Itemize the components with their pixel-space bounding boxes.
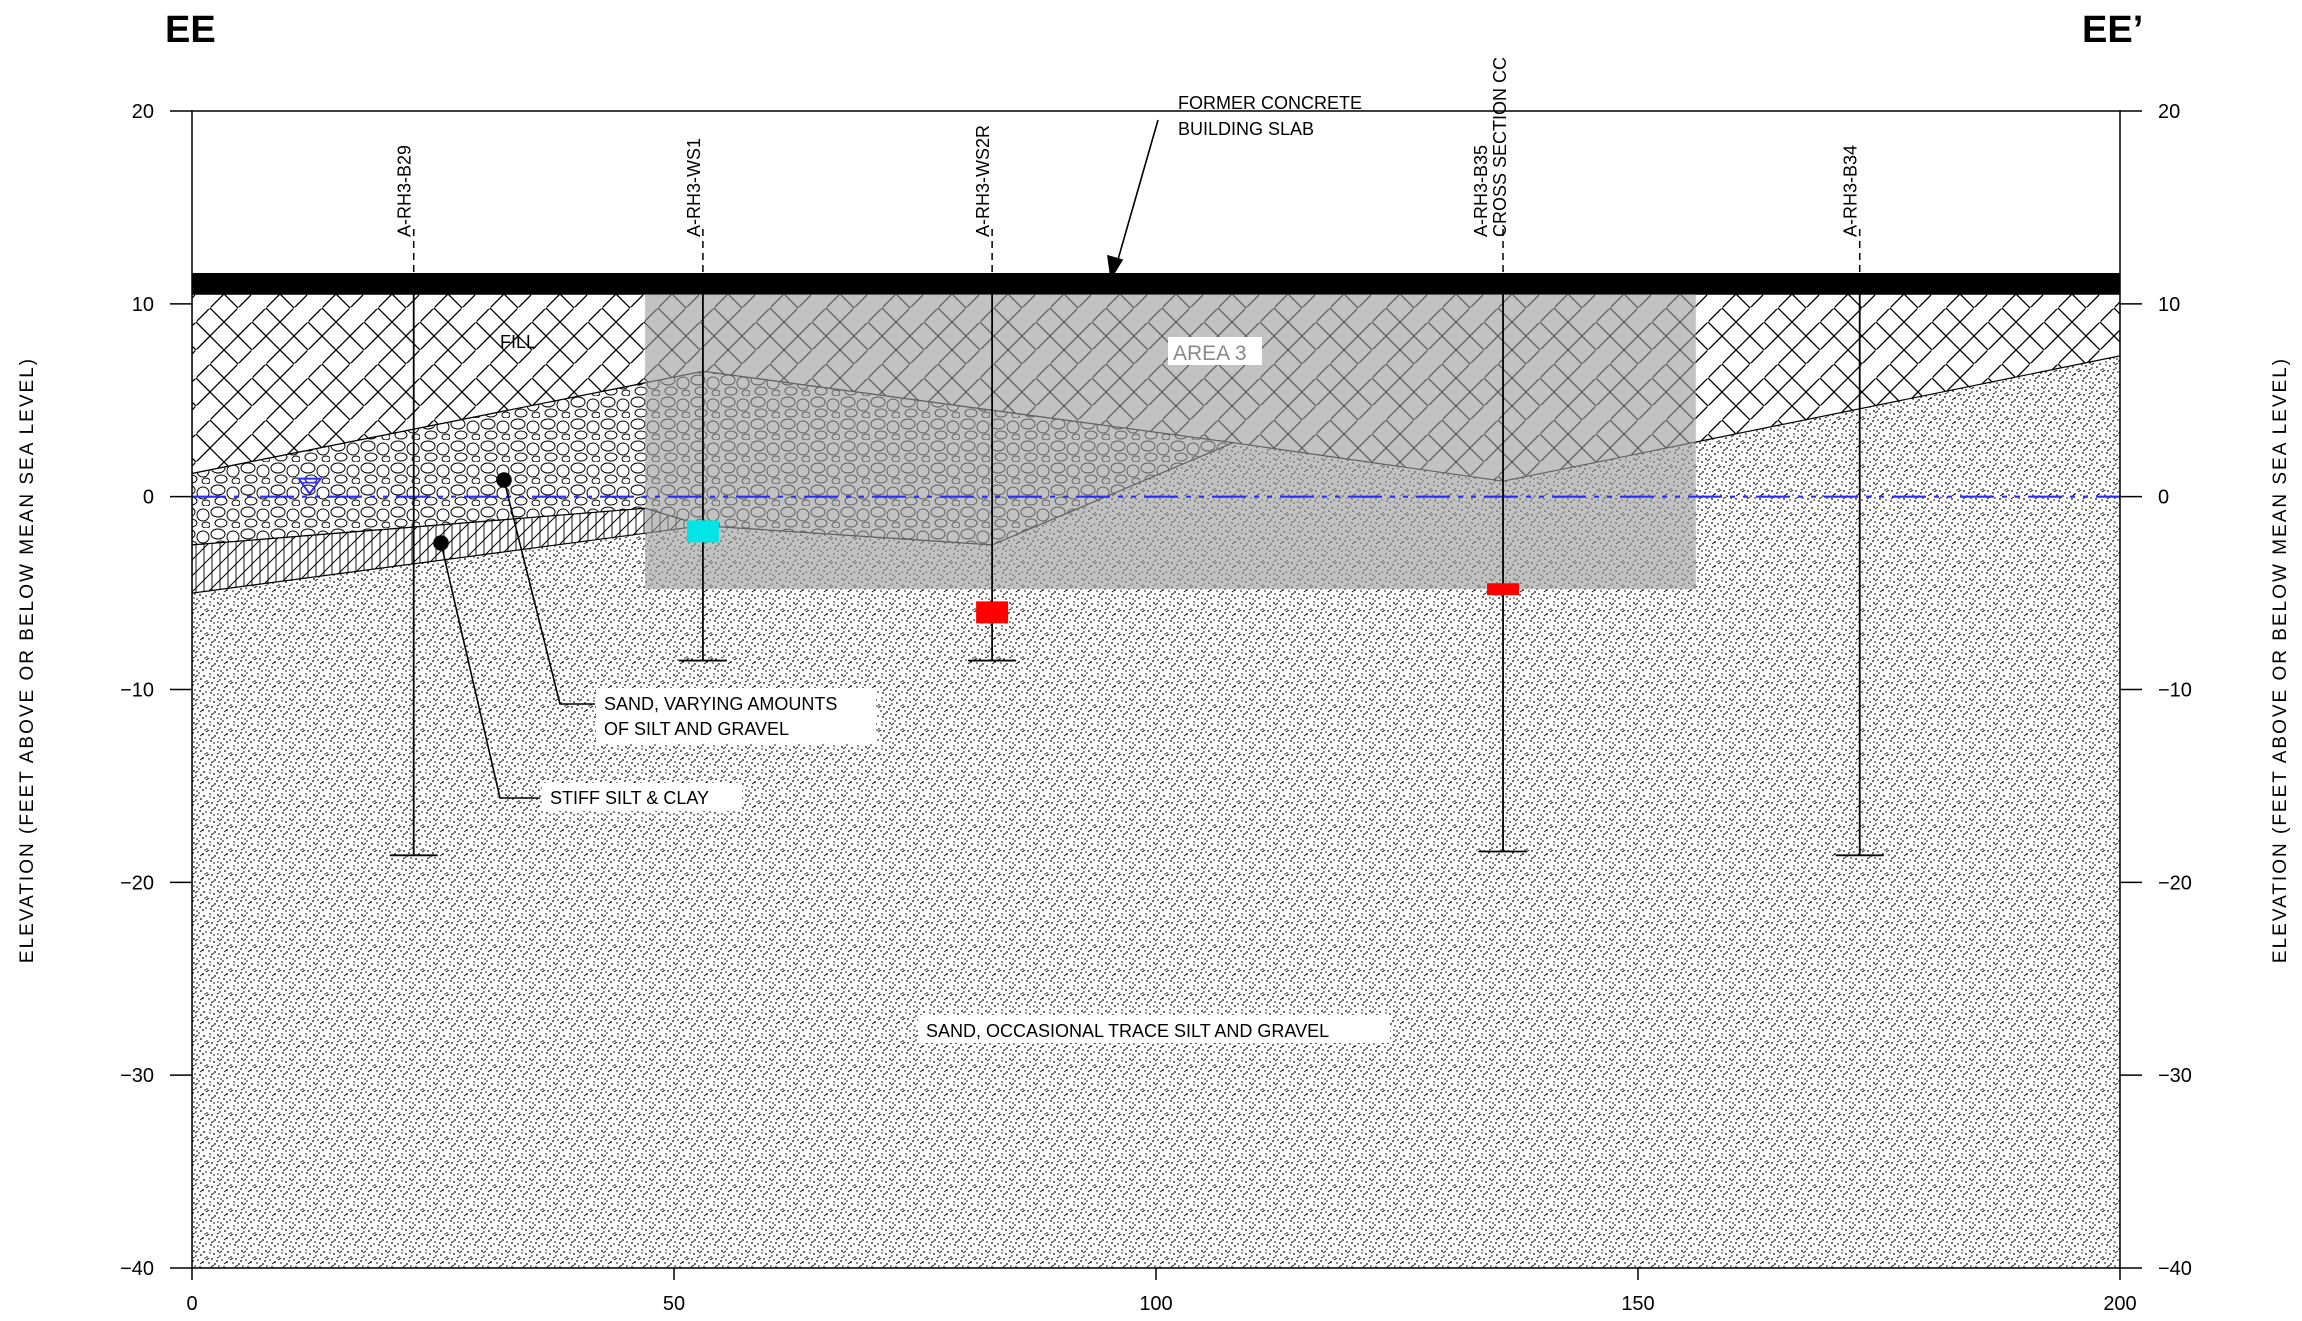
y-tick-label-right: −30 — [2158, 1065, 2192, 1087]
y-tick-label-right: 0 — [2158, 487, 2169, 509]
y-tick-label-left: −10 — [120, 680, 154, 702]
y-tick-label-right: 10 — [2158, 294, 2180, 316]
sand-trace-label: SAND, OCCASIONAL TRACE SILT AND GRAVEL — [926, 1021, 1329, 1041]
leader-lines — [433, 119, 1159, 799]
y-axis-left: 20 10 0 −10 −20 −30 −40 — [120, 101, 192, 1280]
fill-label: FILL — [500, 332, 536, 352]
y-tick-label-left: −30 — [120, 1065, 154, 1087]
sand-gravel-label-line2: OF SILT AND GRAVEL — [604, 719, 789, 739]
sand-gravel-callout: SAND, VARYING AMOUNTS OF SILT AND GRAVEL — [596, 688, 876, 744]
x-tick-label: 100 — [1139, 1293, 1172, 1315]
water-table-triangle — [296, 477, 323, 496]
sand-gravel-leader-dot — [496, 472, 512, 488]
boring: A-RH3-WS2R — [968, 125, 1017, 662]
x-axis: 0 50 100 150 200 — [186, 1268, 2137, 1315]
y-tick-label-right: −20 — [2158, 872, 2192, 894]
stiff-silt-clay-leader-dot — [433, 535, 449, 551]
stiff-silt-clay-leader — [440, 542, 540, 799]
slab-leader — [1114, 119, 1159, 271]
samples — [686, 520, 1520, 624]
sand-gravel-label-line1: SAND, VARYING AMOUNTS — [604, 694, 837, 714]
stiff-silt-clay-callout: STIFF SILT & CLAY — [542, 783, 742, 811]
boring-label: A-RH3-B35 — [1471, 145, 1491, 237]
slab-leader-arrowhead — [1107, 254, 1124, 281]
concrete-slab — [192, 272, 2120, 295]
boring: A-RH3-WS1 — [678, 138, 727, 662]
y-axis-title-left: ELEVATION (FEET ABOVE OR BELOW MEAN SEA … — [17, 357, 38, 963]
sample-marker — [1487, 583, 1520, 596]
stiff-silt-clay-label: STIFF SILT & CLAY — [550, 788, 709, 808]
boring-label: A-RH3-B34 — [1841, 145, 1861, 237]
sample-marker — [686, 520, 719, 543]
x-tick-label: 0 — [186, 1293, 197, 1315]
y-tick-label-right: 20 — [2158, 101, 2180, 123]
y-tick-label-right: −40 — [2158, 1258, 2192, 1280]
section-start-label: EE — [165, 9, 216, 51]
boring: A-RH3-B29 — [389, 145, 438, 857]
boring: A-RH3-B34 — [1835, 145, 1884, 857]
boring-label: A-RH3-WS2R — [973, 125, 993, 237]
y-tick-label-left: 20 — [132, 101, 154, 123]
sand-gravel-leader — [503, 479, 595, 705]
slab-label-line2: BUILDING SLAB — [1178, 119, 1314, 139]
y-tick-label-left: −20 — [120, 872, 154, 894]
area-3-label: AREA 3 — [1173, 342, 1247, 365]
y-axis-title-right: ELEVATION (FEET ABOVE OR BELOW MEAN SEA … — [2270, 357, 2291, 963]
x-tick-label: 200 — [2103, 1293, 2136, 1315]
boring-label: A-RH3-B29 — [395, 145, 415, 237]
water-table-icon — [296, 477, 323, 496]
x-tick-label: 150 — [1621, 1293, 1654, 1315]
y-tick-label-left: 0 — [143, 487, 154, 509]
slab-label-line1: FORMER CONCRETE — [1178, 93, 1362, 113]
x-tick-label: 50 — [663, 1293, 685, 1315]
section-end-label: EE’ — [2082, 9, 2143, 51]
y-tick-label-left: 10 — [132, 294, 154, 316]
boring-label: A-RH3-WS1 — [684, 138, 704, 237]
sand-trace-callout: SAND, OCCASIONAL TRACE SILT AND GRAVEL — [918, 1015, 1390, 1043]
y-tick-label-left: −40 — [120, 1258, 154, 1280]
y-tick-label-right: −10 — [2158, 680, 2192, 702]
boring-label-secondary: CROSS SECTION CC — [1490, 57, 1510, 237]
area-3-label-box: AREA 3 — [1168, 337, 1262, 365]
y-axis-right: 20 10 0 −10 −20 −30 −40 — [2120, 101, 2192, 1280]
sample-marker — [976, 601, 1009, 624]
